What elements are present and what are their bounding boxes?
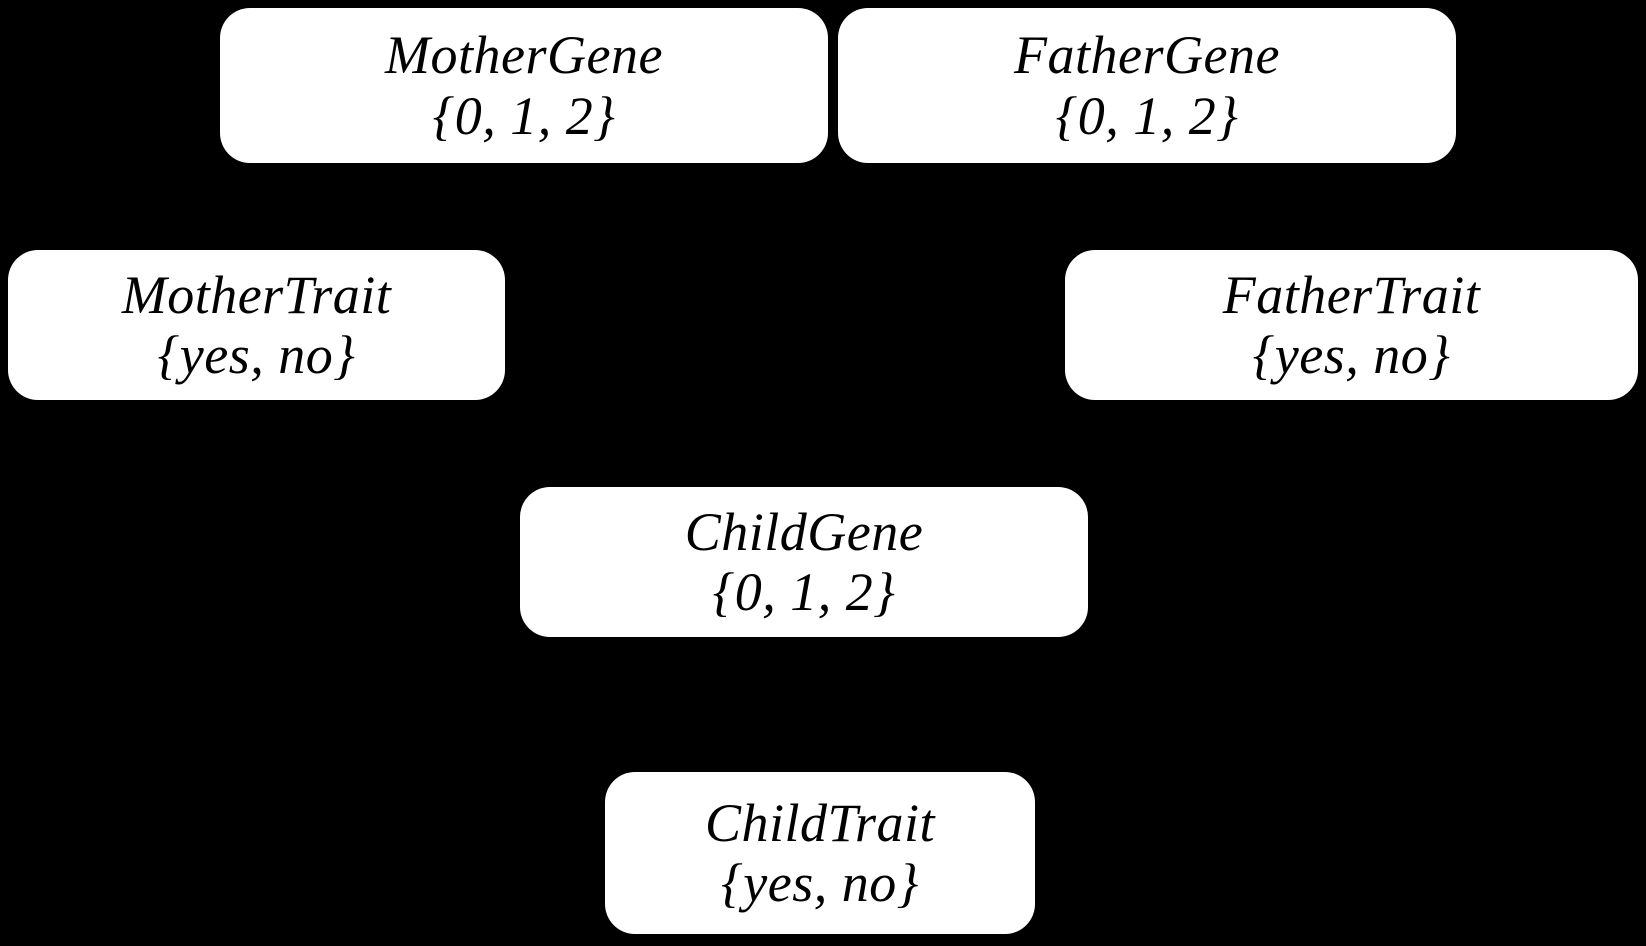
node-mother-gene-label: MotherGene <box>385 25 663 86</box>
node-child-trait[interactable]: ChildTrait {yes, no} <box>605 772 1035 934</box>
node-child-gene[interactable]: ChildGene {0, 1, 2} <box>520 487 1088 637</box>
node-mother-trait-label: MotherTrait <box>121 264 392 325</box>
node-father-gene[interactable]: FatherGene {0, 1, 2} <box>838 8 1456 163</box>
node-child-gene-label: ChildGene <box>684 501 924 562</box>
node-mother-trait-domain: {yes, no} <box>157 325 356 385</box>
node-mother-gene[interactable]: MotherGene {0, 1, 2} <box>220 8 828 163</box>
node-father-gene-label: FatherGene <box>1014 25 1280 86</box>
node-child-trait-label: ChildTrait <box>704 792 936 853</box>
node-mother-gene-domain: {0, 1, 2} <box>432 85 616 146</box>
node-father-trait-label: FatherTrait <box>1222 264 1481 325</box>
node-child-trait-domain: {yes, no} <box>721 853 919 913</box>
node-mother-trait[interactable]: MotherTrait {yes, no} <box>8 250 505 400</box>
node-child-gene-domain: {0, 1, 2} <box>712 562 896 622</box>
node-father-gene-domain: {0, 1, 2} <box>1055 85 1239 146</box>
node-father-trait[interactable]: FatherTrait {yes, no} <box>1065 250 1638 400</box>
node-father-trait-domain: {yes, no} <box>1252 325 1451 385</box>
